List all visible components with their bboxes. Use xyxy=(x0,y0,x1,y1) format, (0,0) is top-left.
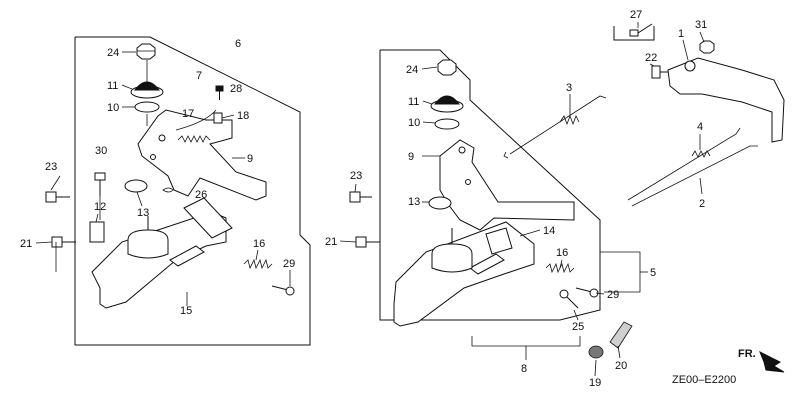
callout-1: 1 xyxy=(678,28,684,40)
callout-17: 17 xyxy=(182,108,194,120)
callout-29-left: 29 xyxy=(283,258,295,270)
callout-31: 31 xyxy=(695,19,707,31)
bolt-part xyxy=(51,236,76,248)
screw-part xyxy=(271,285,295,296)
callout-11-left: 11 xyxy=(107,80,118,92)
bolt-part xyxy=(349,191,372,203)
callout-9-right: 9 xyxy=(408,151,414,163)
washer-part xyxy=(134,101,160,113)
clip-part xyxy=(213,112,223,124)
callout-21-left: 21 xyxy=(20,238,32,250)
callout-labels: 24 6 7 28 11 10 17 18 30 9 23 26 12 13 2… xyxy=(20,9,756,389)
callout-12: 12 xyxy=(94,201,106,213)
screw-part xyxy=(575,287,599,298)
left-assembly xyxy=(45,36,311,346)
callout-23-right: 23 xyxy=(350,170,362,182)
knob-part xyxy=(609,321,633,349)
flange-nut-part xyxy=(136,43,156,60)
callout-3: 3 xyxy=(566,82,572,94)
control-lever-part xyxy=(439,139,575,231)
flange-nut-part xyxy=(437,59,457,76)
callout-9-left: 9 xyxy=(247,153,253,165)
bolt-part xyxy=(45,191,70,203)
callout-23-left: 23 xyxy=(45,161,57,173)
bolt-part xyxy=(651,65,668,79)
rod-part xyxy=(509,95,607,155)
callout-15: 15 xyxy=(180,305,192,317)
callout-21-right: 21 xyxy=(325,236,337,248)
callout-11-right: 11 xyxy=(408,96,419,108)
callout-16-left: 16 xyxy=(253,238,265,250)
callout-16-right: 16 xyxy=(556,247,568,259)
callout-26: 26 xyxy=(195,189,207,201)
callout-25: 25 xyxy=(572,321,584,333)
callout-7: 7 xyxy=(196,70,202,82)
flange-nut-part xyxy=(699,40,715,54)
base-plate-part xyxy=(393,221,535,327)
small-washer-part xyxy=(428,196,452,210)
callout-27: 27 xyxy=(630,9,642,21)
callout-13-right: 13 xyxy=(408,196,420,208)
callout-6: 6 xyxy=(235,38,241,50)
washer-part xyxy=(434,118,460,130)
rod-part xyxy=(627,127,741,201)
spring-part xyxy=(243,258,273,270)
callout-4: 4 xyxy=(697,121,703,133)
right-assembly xyxy=(349,23,785,359)
callout-22: 22 xyxy=(645,52,657,64)
spring-part xyxy=(691,150,711,158)
screw-part xyxy=(629,23,653,37)
callout-2: 2 xyxy=(699,198,705,210)
callout-24-right: 24 xyxy=(406,64,418,76)
callout-5: 5 xyxy=(650,267,656,279)
callout-8: 8 xyxy=(521,363,527,375)
callout-19: 19 xyxy=(589,377,601,389)
spring-part xyxy=(177,135,211,143)
direction-label: FR. xyxy=(738,348,756,360)
screw-part xyxy=(559,289,579,309)
holder-part xyxy=(130,81,164,99)
callout-30: 30 xyxy=(95,145,107,157)
screw-part xyxy=(215,85,224,100)
small-washer-part xyxy=(124,179,148,193)
diagram-code: ZE00–E2200 xyxy=(672,374,736,386)
left-assembly-outline xyxy=(74,36,311,346)
throttle-lever-part xyxy=(667,57,785,143)
cap-part xyxy=(588,345,604,359)
callout-box xyxy=(613,26,655,41)
front-direction-arrow xyxy=(759,350,785,373)
callout-18: 18 xyxy=(237,110,249,122)
callout-13-left: 13 xyxy=(137,207,149,219)
callout-29-right: 29 xyxy=(607,289,619,301)
leader-lines xyxy=(35,22,705,377)
control-lever-part xyxy=(137,109,267,201)
callout-20: 20 xyxy=(615,360,627,372)
callout-28: 28 xyxy=(230,83,242,95)
bolt-part xyxy=(355,236,380,248)
rod-part xyxy=(631,145,758,207)
callout-14: 14 xyxy=(543,225,555,237)
callout-24-left: 24 xyxy=(107,47,119,59)
nut-plate-part xyxy=(89,221,105,243)
callout-10-left: 10 xyxy=(107,102,119,114)
holder-part xyxy=(430,95,464,113)
callout-10-right: 10 xyxy=(408,117,420,129)
bolt-part xyxy=(94,172,106,196)
